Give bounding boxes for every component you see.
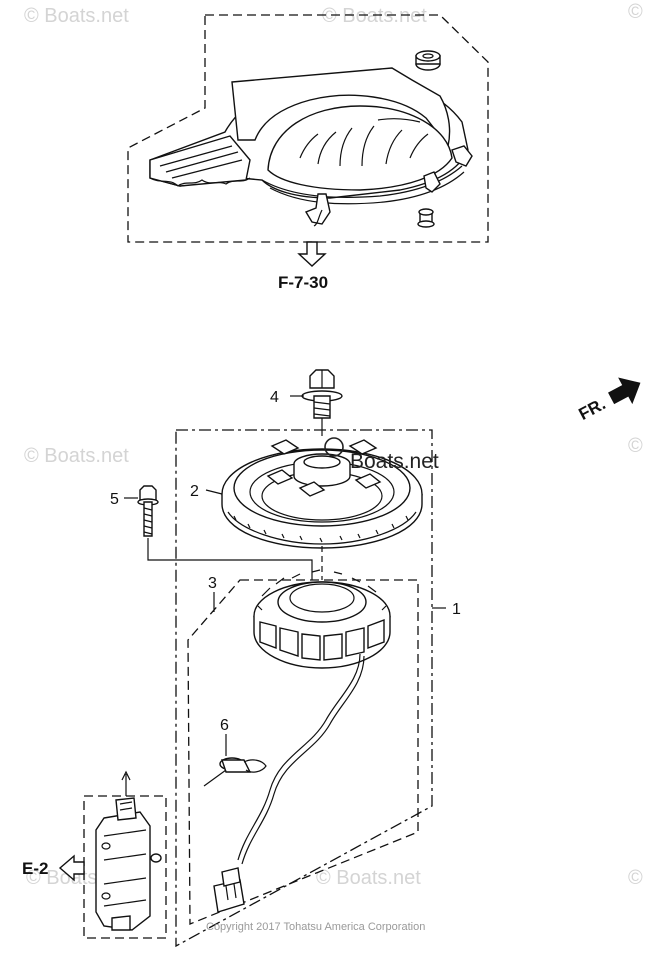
down-arrow-icon [297,241,327,267]
watermark-right-mid: © [628,435,643,457]
collar-bottom [417,208,435,228]
callout-stator-bolt[interactable]: 5 [110,491,119,508]
front-direction-label: FR. [576,394,609,424]
brand-watermark: Boats.net [324,437,439,473]
watermark-top-center: © Boats.net [322,5,427,27]
flywheel [221,439,423,549]
rectifier-dashed-boundary [83,795,167,939]
wire-harness [213,653,365,913]
watermark-right-bottom: © [628,867,643,889]
rectifier-module-group [83,770,167,939]
watermark-top-left: © Boats.net [24,5,129,27]
up-arrow-icon [121,770,131,781]
callout-assembly[interactable]: 1 [452,601,461,618]
brand-watermark-text: Boats.net [350,450,439,473]
rectifier-module [95,811,151,931]
ref-flywheel-cover[interactable]: F-7-30 [278,273,328,292]
stator [253,569,391,669]
left-arrow-icon [58,854,85,882]
flywheel-cover-group [127,14,489,243]
callout-stator[interactable]: 3 [208,575,217,592]
stator-boundary [187,579,419,925]
flywheel-cover [149,67,473,227]
copyright-circle-icon [324,437,344,457]
rubber-grommet-top [415,50,441,71]
flywheel-bolt [301,369,343,419]
callout-flywheel[interactable]: 2 [190,483,199,500]
leader-flywheel [205,489,223,495]
watermark-right-top: © [628,1,643,23]
watermark-bottom-center: © Boats.net [316,867,421,889]
watermark-mid-left: © Boats.net [24,445,129,467]
callout-cable-tie[interactable]: 6 [220,717,229,734]
cable-tie [203,757,267,787]
front-arrow-icon [608,377,641,405]
leader-stator-bolt-path [147,538,313,580]
copyright-notice: Copyright 2017 Tohatsu America Corporati… [206,921,425,933]
front-direction-indicator: FR. [576,377,641,424]
callout-flywheel-bolt[interactable]: 4 [270,389,279,406]
stator-bolt [137,485,159,537]
ref-electrical[interactable]: E-2 [22,859,48,878]
assembly-boundary [175,429,433,948]
